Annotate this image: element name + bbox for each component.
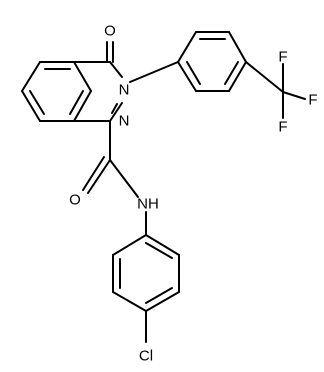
bond-inner [145,287,173,304]
bond [112,291,147,312]
bond [245,61,284,93]
bond [87,159,111,194]
bond [228,61,247,92]
bond [129,61,179,83]
atom-label-amide-oxygen: O [69,192,81,209]
bond-inner [29,90,45,115]
bond [145,291,180,312]
bond [177,61,197,92]
bond [109,61,123,78]
bond-inner [69,90,84,115]
bond [109,159,139,198]
atom-label-amide-nh: NH [137,196,159,213]
bond [82,156,105,191]
atom-label-carbonyl-oxygen: O [104,23,116,40]
bond [73,61,92,92]
bond [111,103,118,114]
atom-label-fluorine: F [278,49,287,66]
bond [228,31,247,63]
bond [282,91,306,100]
bond [109,102,123,122]
atom-label-nitrogen-n2: N [119,113,130,130]
atom-label-fluorine: F [308,92,317,109]
bond [112,234,147,256]
bond-inner [145,242,173,259]
atom-label-chlorine: Cl [139,348,153,365]
atom-label-nitrogen-n3: N [119,82,130,99]
bond [177,31,197,63]
bond [145,234,180,256]
bond-inner [224,61,239,85]
bonds-layer [21,31,306,343]
atom-label-fluorine: F [278,119,287,136]
bond-inner [186,61,201,85]
atom-labels-layer: O N N O NH F F F Cl [69,23,317,365]
bond [21,90,41,122]
bond [73,90,92,122]
bond [21,61,41,92]
